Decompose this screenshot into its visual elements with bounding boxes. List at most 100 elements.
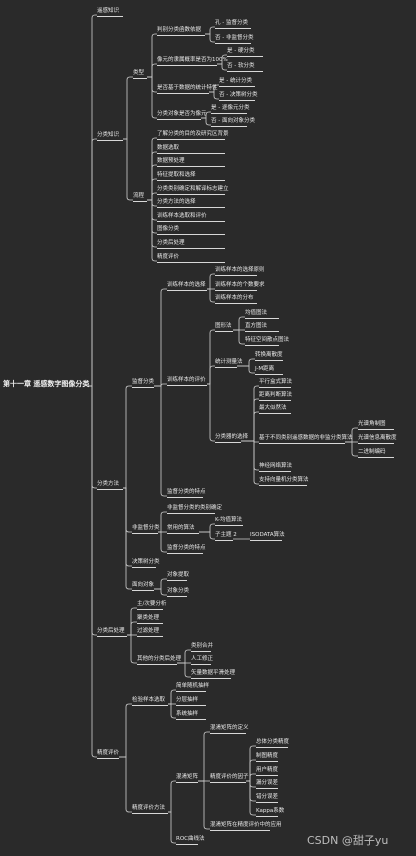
connector — [246, 780, 256, 816]
connector — [201, 111, 211, 119]
node-training-selection: 训练样本的选择 — [167, 282, 207, 291]
connector — [168, 689, 176, 705]
node-stat-item: 转换离散度 — [255, 352, 283, 361]
connector — [246, 773, 256, 782]
connector — [88, 138, 97, 387]
node-type-value: 是 - 硬分类 — [227, 48, 263, 57]
connector — [177, 662, 191, 678]
connector — [123, 487, 132, 567]
connector — [123, 138, 133, 201]
node-cm-definition: 混淆矩阵的定义 — [210, 725, 249, 734]
connector — [233, 329, 245, 345]
node-other-item: 类别合并 — [191, 643, 213, 652]
connector — [237, 365, 255, 374]
node-graph-item: 直方图法 — [245, 323, 279, 332]
connector — [147, 151, 157, 201]
connector — [123, 487, 132, 533]
node-factor-item: 用户精度 — [256, 767, 278, 776]
node-training-evaluation: 训练样本的评价 — [167, 377, 207, 386]
connector — [154, 288, 167, 387]
connector — [127, 634, 137, 664]
connector — [154, 385, 167, 497]
node-remote-sensing-knowledge: 遥感知识 — [97, 8, 123, 17]
node-object-based: 面向对象 — [132, 582, 154, 591]
node-isodata: ISODATA算法 — [250, 532, 285, 541]
node-spectral-item: 光谱信息离散度 — [358, 435, 397, 444]
connector — [198, 780, 210, 830]
node-workflow-step: 精度评价 — [157, 254, 225, 263]
connector — [147, 76, 157, 119]
connector — [246, 745, 256, 782]
node-supervised: 监督分类 — [132, 379, 154, 388]
node-workflow: 流程 — [133, 193, 147, 202]
node-type-value: 否 - 面向对象分类 — [211, 118, 255, 127]
connector — [123, 385, 132, 489]
node-supervised-features: 监督分类的特点 — [167, 489, 206, 498]
connector — [207, 383, 215, 442]
node-classification-knowledge: 分类知识 — [97, 132, 123, 141]
connector — [168, 780, 176, 813]
node-decision-tree: 决策树分类 — [132, 559, 160, 568]
connector — [246, 759, 256, 782]
connector — [119, 703, 132, 758]
node-type-value: 否 - 决策树分类 — [219, 92, 257, 101]
connector — [246, 780, 256, 802]
node-unsup-category: 非监督分类的类别确定 — [167, 505, 222, 514]
node-classifier-choice: 分类器的选择 — [215, 434, 248, 443]
connector — [217, 54, 227, 65]
connector — [209, 84, 219, 93]
node-type-criterion: 像元的隶属概率是否为100% — [157, 57, 228, 66]
connector — [88, 385, 97, 489]
connector — [147, 192, 157, 201]
node-roc: ROC曲线法 — [176, 836, 205, 845]
connector — [205, 26, 215, 35]
node-factor-item: 总体分类精度 — [256, 739, 289, 748]
node-kmeans: K-均值算法 — [215, 517, 243, 526]
node-subtopic: 子主题 2 — [215, 532, 237, 541]
node-graph-item: 均值图法 — [245, 310, 279, 319]
node-other-postproc: 其他的分类后处理 — [137, 656, 181, 665]
connector — [127, 607, 137, 636]
connector — [241, 411, 259, 442]
node-training-rule: 训练样本的个数要求 — [215, 282, 265, 291]
node-other-item: 矢量数据平滑处理 — [191, 670, 235, 679]
node-classifier-item: 支持向量机分类算法 — [259, 477, 309, 486]
node-sampling-item: 分层抽样 — [176, 697, 206, 706]
connector — [217, 63, 227, 71]
connector — [154, 578, 167, 590]
connector — [345, 441, 358, 457]
node-spectral-methods: 基于不同类别遥感数据的非监分类算法 — [259, 435, 353, 444]
connector — [158, 511, 167, 533]
node-factor-item: 漏分误差 — [256, 780, 278, 789]
node-graph-item: 特征空间散点图法 — [245, 337, 289, 346]
node-postproc-item: 聚类处理 — [137, 615, 163, 624]
connector — [207, 288, 215, 303]
connector — [168, 811, 176, 844]
connector — [207, 329, 215, 385]
connector — [241, 398, 259, 442]
node-factor-item: Kappa系数 — [256, 808, 284, 817]
node-workflow-step: 了解分类的目的及研究区背景 — [157, 131, 229, 140]
watermark: CSDN @甜子yu — [307, 834, 389, 847]
node-workflow-step: 数据选取 — [157, 145, 225, 154]
connector — [147, 63, 157, 78]
connector — [233, 316, 245, 331]
connector — [158, 531, 167, 553]
node-type-value: 否 - 软分类 — [227, 63, 263, 72]
node-types: 类型 — [133, 70, 147, 79]
node-workflow-step: 数据预处理 — [157, 158, 225, 167]
node-type-criterion: 判别分类函数依据 — [157, 27, 205, 36]
connector — [345, 427, 358, 443]
node-classifier-item: 最大似然法 — [259, 405, 291, 414]
node-graph-method: 图形法 — [215, 323, 233, 332]
node-factor-item: 错分误差 — [256, 794, 278, 803]
connector — [154, 588, 167, 596]
node-workflow-step: 图像分类 — [157, 226, 225, 235]
node-classifier-item: 平行盒式算法 — [259, 379, 292, 388]
connector — [237, 358, 255, 367]
connector — [198, 731, 210, 782]
node-type-value: 是 - 统计分类 — [219, 78, 255, 87]
node-cm-factors: 精度评价的因子 — [210, 774, 249, 783]
node-factor-item: 制图精度 — [256, 753, 278, 762]
